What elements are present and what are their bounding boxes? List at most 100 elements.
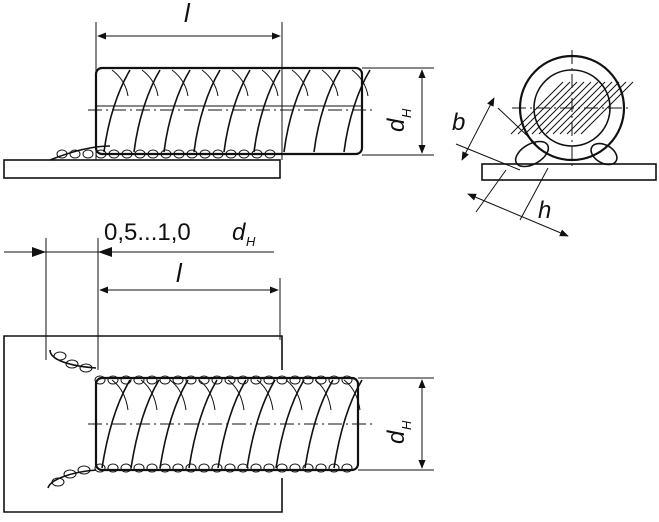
rebar-rib [140, 379, 158, 411]
weld-bead-ring [264, 149, 276, 159]
hatch-line [524, 81, 578, 135]
section-b-dimension [461, 97, 495, 161]
section-weld-left [514, 140, 550, 168]
svg-text:0,5...1,0: 0,5...1,0 [104, 219, 191, 246]
rebar-rib [313, 69, 341, 153]
top-weld-taper [49, 145, 111, 161]
weld-bead-ring [134, 149, 146, 159]
weld-bead-ring [276, 463, 288, 473]
weld-bead-ring [198, 463, 210, 473]
rebar-rib [169, 379, 187, 411]
rebar-rib [171, 69, 189, 97]
weld-bead-ring [107, 463, 119, 473]
weld-bead-ring [146, 375, 158, 385]
bottom-offset-label: 0,5...1,0 d H [104, 219, 256, 249]
weld-bead-ring [121, 149, 133, 159]
bottom-plate-outline [3, 335, 283, 513]
weld-bead-ring [341, 375, 353, 385]
hatch-line [573, 81, 627, 135]
rebar-rib [198, 379, 216, 411]
weld-bead-ring [51, 477, 65, 487]
rebar-rib [333, 379, 363, 469]
top-base-plate [3, 159, 281, 179]
bottom-weld-bead-lower [51, 463, 353, 487]
weld-bead-ring [56, 149, 68, 159]
rebar-rib [223, 69, 251, 153]
weld-bead-ring [108, 149, 120, 159]
weld-bead-ring [79, 363, 93, 373]
weld-bead-ring [172, 463, 184, 473]
weld-bead-ring [107, 375, 119, 385]
rebar-rib [159, 379, 189, 469]
weld-bead-ring [289, 375, 301, 385]
rebar-rib [283, 69, 311, 153]
weld-bead-ring [276, 375, 288, 385]
bottom-joint: 0,5...1,0 d H l d H [3, 219, 434, 513]
weld-bead-ring [186, 149, 198, 159]
weld-bead-ring [185, 463, 197, 473]
rebar-rib [141, 69, 159, 97]
svg-text:d: d [383, 430, 410, 444]
rebar-rib [304, 379, 334, 469]
weld-bead-ring [341, 463, 353, 473]
weld-bead-ring [53, 351, 67, 361]
weld-bead-ring [224, 375, 236, 385]
bottom-length-label: l [176, 258, 183, 288]
hatch-line [531, 81, 585, 135]
cross-section: b h [452, 50, 657, 237]
weld-bead-ring [147, 149, 159, 159]
weld-bead-ring [211, 375, 223, 385]
weld-bead-ring [328, 463, 340, 473]
section-h-dimension [467, 193, 569, 237]
top-length-label: l [184, 0, 191, 28]
weld-bead-ring [65, 359, 79, 369]
weld-bead-ring [172, 375, 184, 385]
weld-bead-ring [82, 149, 94, 159]
weld-bead-ring [185, 375, 197, 385]
section-h-label: h [538, 197, 551, 224]
weld-bead-ring [198, 375, 210, 385]
section-weld-right [590, 142, 618, 166]
bottom-rebar-ribs [101, 379, 363, 469]
rebar-rib [246, 379, 276, 469]
section-b-label: b [452, 109, 465, 136]
weld-bead-ring [120, 463, 132, 473]
bottom-weld-bead-upper [53, 351, 353, 385]
weld-bead-ring [263, 375, 275, 385]
section-b-ext-2 [455, 143, 521, 171]
svg-text:H: H [246, 234, 256, 249]
rebar-rib [231, 69, 249, 97]
rebar-rib [291, 69, 309, 97]
weld-bead-ring [69, 149, 81, 159]
rebar-rib [253, 69, 281, 153]
weld-bead-ring [199, 149, 211, 159]
weld-bead-ring [289, 463, 301, 473]
rebar-rib [133, 69, 161, 153]
weld-bead-ring [250, 375, 262, 385]
rebar-rib [103, 69, 131, 153]
bottom-offset-arrow-right [98, 247, 112, 257]
rebar-rib [217, 379, 247, 469]
weld-bead-ring [315, 375, 327, 385]
bottom-weld-curve-upper [49, 349, 97, 369]
weld-bead-ring [133, 375, 145, 385]
svg-text:d: d [232, 219, 246, 246]
rebar-rib [111, 379, 129, 411]
hatch-line [580, 81, 634, 135]
section-b-ext-1 [497, 107, 537, 145]
weld-bead-ring [94, 463, 106, 473]
section-base-plate [481, 163, 657, 181]
section-h-ext-1 [475, 169, 507, 213]
svg-text:H: H [399, 108, 414, 118]
weld-bead-ring [63, 469, 77, 479]
rebar-rib [130, 379, 160, 469]
rebar-rib [188, 379, 218, 469]
bottom-diameter-label: d H [383, 420, 414, 444]
svg-text:d: d [383, 118, 410, 132]
weld-bead-ring [224, 463, 236, 473]
weld-bead-ring [95, 149, 107, 159]
weld-bead-ring [250, 463, 262, 473]
top-rebar [94, 66, 364, 156]
